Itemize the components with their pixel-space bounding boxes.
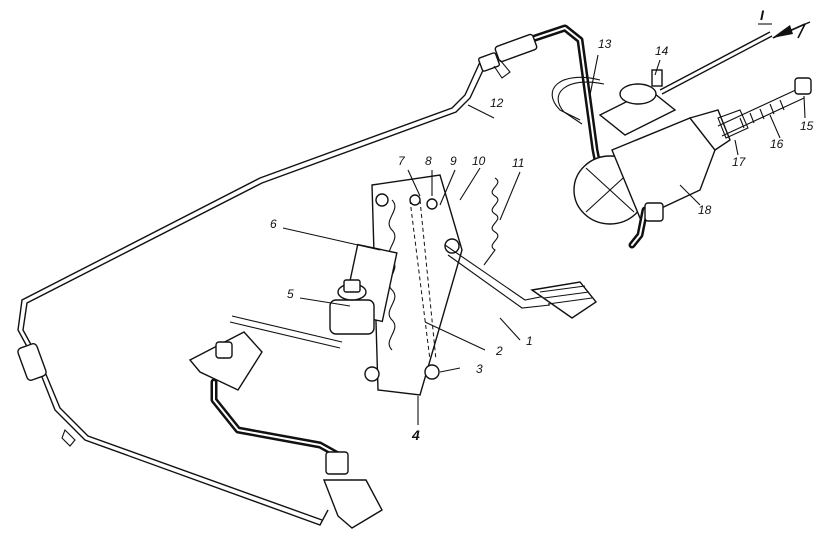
clutch-pedal — [444, 244, 598, 319]
label-9: 9 — [450, 154, 457, 168]
label-7: 7 — [398, 154, 406, 168]
master-cylinder — [329, 243, 398, 335]
part-labels: 1 2 3 4 5 6 7 8 9 10 11 12 13 14 15 16 1… — [270, 7, 814, 443]
label-11: 11 — [512, 156, 524, 170]
pressure-pipe — [17, 61, 486, 526]
label-3: 3 — [476, 362, 483, 376]
label-10: 10 — [472, 154, 486, 168]
label-1: 1 — [526, 334, 533, 348]
label-16: 16 — [770, 137, 784, 151]
label-14: 14 — [655, 44, 669, 58]
leader-lines — [282, 54, 806, 425]
label-4: 4 — [411, 427, 420, 443]
label-18: 18 — [698, 203, 712, 217]
label-6: 6 — [270, 217, 277, 231]
label-8: 8 — [425, 154, 432, 168]
label-5: 5 — [287, 287, 294, 301]
booster-cylinder — [573, 69, 812, 249]
label-17: 17 — [732, 155, 747, 169]
label-2: 2 — [495, 344, 503, 358]
lower-hose — [188, 315, 383, 529]
air-supply-line — [551, 21, 811, 125]
label-12: 12 — [490, 96, 504, 110]
label-13: 13 — [598, 37, 612, 51]
pedal-bracket — [364, 174, 463, 396]
view-marker-label: I — [760, 7, 765, 23]
label-15: 15 — [800, 119, 814, 133]
return-spring — [483, 177, 499, 266]
